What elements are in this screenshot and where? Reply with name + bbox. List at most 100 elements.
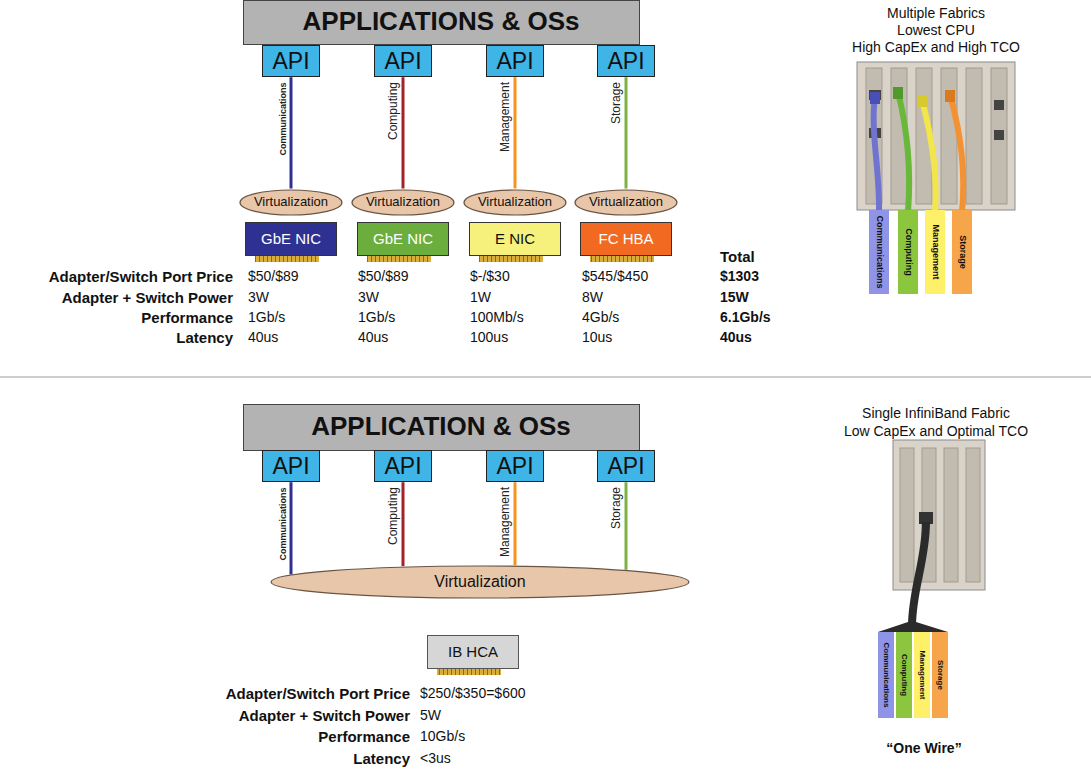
cable-label: Communications — [882, 643, 890, 708]
api-box: API — [262, 45, 320, 77]
table-value: 40us — [248, 330, 278, 344]
table-value: 3W — [248, 290, 269, 304]
row-label: Adapter/Switch Port Price — [226, 686, 410, 701]
fabric-heading: Low CapEx and Optimal TCO — [844, 424, 1028, 438]
cable-plug — [893, 87, 903, 99]
node-text: Virtualization — [254, 195, 328, 210]
node-text: Virtualization — [478, 195, 552, 210]
fabric-heading: Multiple Fabrics — [887, 6, 985, 20]
cable-fan — [878, 622, 948, 632]
table-value: 4Gb/s — [582, 310, 619, 324]
cable-label: Storage — [958, 235, 967, 269]
fabric-link — [290, 482, 293, 574]
slot-bracket — [966, 448, 980, 582]
table-value: 3W — [358, 290, 379, 304]
cable-plug — [870, 92, 880, 104]
cable-label: Storage — [936, 660, 944, 690]
virtualization-oval: Virtualization — [574, 189, 678, 216]
fabric-link — [625, 77, 628, 188]
fabric-link — [402, 482, 405, 566]
fabric-link — [402, 77, 405, 188]
api-box: API — [597, 45, 655, 77]
fabric-link — [625, 482, 628, 570]
cable — [898, 92, 909, 212]
cable-plug — [917, 95, 927, 107]
node-text: API — [384, 48, 421, 74]
port — [994, 100, 1004, 110]
cable-label: Management — [918, 651, 926, 700]
card-edge-connector — [367, 256, 431, 262]
caption-note: “One Wire” — [886, 741, 961, 755]
cable-label: Computing — [900, 654, 908, 696]
node-text: API — [496, 48, 533, 74]
total-value: 6.1Gb/s — [720, 310, 771, 324]
section-divider — [0, 377, 1091, 378]
cable-label: Computing — [904, 228, 913, 276]
cable-strip — [952, 210, 972, 294]
link-label: Management — [499, 82, 511, 152]
fabric-heading: Single InfiniBand Fabric — [862, 406, 1010, 420]
cable-strip — [878, 632, 894, 718]
virtualization-oval: Virtualization — [351, 189, 455, 216]
api-box: API — [374, 45, 432, 77]
slot-bracket — [900, 448, 914, 582]
cable-strip — [914, 632, 930, 718]
node-text: Virtualization — [589, 195, 663, 210]
node-text: IB HCA — [448, 643, 498, 660]
link-label: Communications — [279, 487, 288, 560]
row-label: Adapter + Switch Power — [239, 708, 410, 723]
cable-strip — [925, 210, 945, 294]
api-box: API — [374, 450, 432, 482]
node-text: API — [607, 453, 644, 479]
adapter-card: GbE NIC — [245, 222, 337, 256]
link-label: Computing — [387, 82, 399, 140]
row-label: Performance — [141, 310, 233, 325]
node-text: APPLICATIONS & OSs — [303, 7, 580, 37]
card-edge-connector — [590, 256, 654, 262]
fabric-link — [514, 77, 517, 188]
total-value: 15W — [720, 290, 749, 304]
table-value: $50/$89 — [248, 269, 299, 283]
fabric-heading: High CapEx and High TCO — [852, 40, 1020, 54]
table-value: $50/$89 — [358, 269, 409, 283]
adapter-card: GbE NIC — [357, 222, 449, 256]
row-label: Latency — [353, 751, 410, 766]
cable — [874, 97, 879, 212]
oval-shape — [464, 190, 566, 215]
table-value: 8W — [582, 290, 603, 304]
api-box: API — [486, 450, 544, 482]
api-box: API — [486, 45, 544, 77]
slot-bracket — [966, 68, 982, 204]
column-header: Total — [720, 249, 755, 264]
cable — [912, 522, 926, 626]
virtualization-oval: Virtualization — [239, 189, 343, 216]
link-label: Storage — [610, 82, 622, 124]
fabric-heading: Lowest CPU — [897, 23, 975, 37]
table-value: 10us — [582, 330, 612, 344]
os-layer-box: APPLICATION & OSs — [243, 404, 640, 451]
total-value: $1303 — [720, 269, 759, 283]
link-label: Management — [499, 487, 511, 557]
table-value: 100us — [470, 330, 508, 344]
node-text: Virtualization — [434, 573, 525, 591]
table-value: 1W — [470, 290, 491, 304]
node-text: API — [272, 453, 309, 479]
node-text: FC HBA — [598, 230, 653, 247]
link-label: Communications — [279, 82, 288, 155]
fabric-link — [290, 77, 293, 188]
card-edge-connector — [255, 256, 319, 262]
server-back-photo — [893, 440, 985, 590]
table-value: 1Gb/s — [248, 310, 285, 324]
node-text: Virtualization — [366, 195, 440, 210]
table-value: $250/$350=$600 — [420, 686, 526, 700]
table-value: 1Gb/s — [358, 310, 395, 324]
node-text: APPLICATION & OSs — [311, 412, 571, 442]
row-label: Adapter + Switch Power — [62, 290, 233, 305]
cable-plug — [945, 90, 955, 102]
slot-bracket — [991, 68, 1007, 204]
cable-strip — [932, 632, 948, 718]
virtualization-oval: Virtualization — [270, 565, 690, 599]
